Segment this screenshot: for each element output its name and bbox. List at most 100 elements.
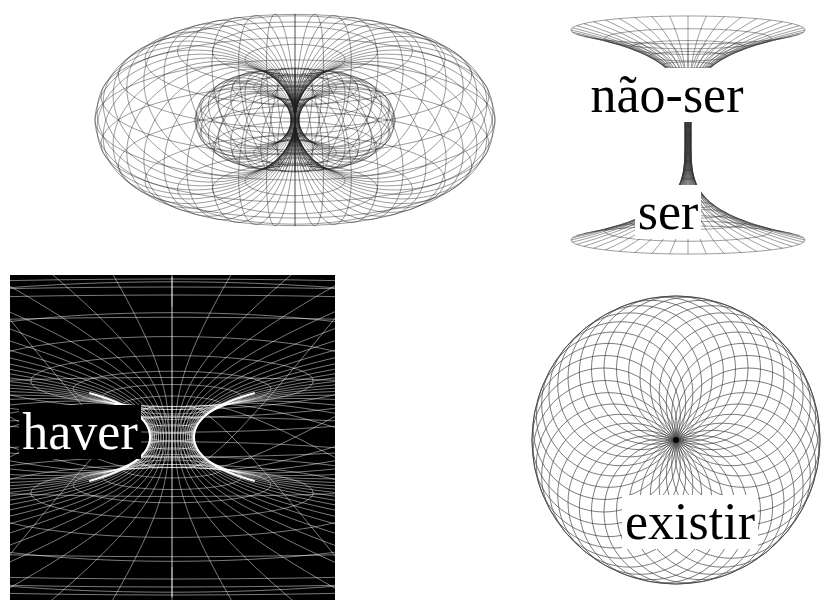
catenoid-line <box>191 275 335 483</box>
catenoid-line <box>188 399 335 600</box>
catenoid-line <box>10 275 335 579</box>
catenoid-line <box>10 275 169 468</box>
rosette-circle <box>617 439 761 583</box>
torus-inner-line <box>232 68 357 106</box>
wormhole-line <box>691 24 793 234</box>
throat-outline <box>194 393 255 481</box>
catenoid-line <box>180 275 335 470</box>
catenoid-line <box>175 275 335 468</box>
torus-inner-line <box>297 71 345 143</box>
rosette-circle <box>672 343 816 487</box>
rosette-circle <box>675 355 819 499</box>
torus-inner-line <box>295 68 296 141</box>
catenoid-line <box>10 279 335 600</box>
catenoid-line <box>10 442 335 592</box>
catenoid-line <box>10 275 150 542</box>
catenoid-line <box>10 275 151 507</box>
catenoid-line <box>193 367 335 600</box>
concept-label: existir <box>622 495 758 549</box>
catenoid-line <box>10 275 335 595</box>
catenoid-line <box>10 399 156 600</box>
catenoid-line <box>10 377 335 600</box>
torus-inner-line <box>201 91 291 159</box>
catenoid-line <box>10 275 155 479</box>
catenoid-line <box>10 317 335 600</box>
catenoid-line <box>10 391 153 600</box>
torus-outer-line <box>95 60 495 180</box>
catenoid-line <box>10 405 166 600</box>
catenoid-line <box>180 404 335 600</box>
catenoid-line <box>10 275 153 483</box>
torus-outer-line <box>101 38 489 154</box>
concept-label: haver <box>19 405 140 459</box>
catenoid-line <box>192 275 335 489</box>
catenoid-line <box>194 275 335 542</box>
torus-inner-line <box>200 77 390 134</box>
catenoid-line <box>10 404 164 600</box>
torus-inner-line <box>273 140 317 153</box>
catenoid-line <box>194 297 335 577</box>
torus-inner-line <box>195 90 395 150</box>
catenoid-line <box>10 275 156 476</box>
wormhole-line <box>691 26 799 236</box>
torus-inner-line <box>197 89 292 156</box>
catenoid-wireframe <box>10 275 335 600</box>
torus-inner-line <box>286 103 304 108</box>
torus-inner-line <box>297 98 345 170</box>
catenoid-line <box>10 275 159 473</box>
concept-label: ser <box>635 185 702 239</box>
catenoid-line <box>10 275 164 470</box>
torus-inner-line <box>213 122 377 171</box>
catenoid-line <box>10 275 161 471</box>
wormhole-line <box>691 30 805 240</box>
rosette-circle <box>640 306 784 450</box>
torus-inner-line <box>273 87 317 100</box>
catenoid-line <box>10 275 335 587</box>
catenoid-line <box>178 405 335 600</box>
torus-inner-line <box>254 140 337 165</box>
black-panel <box>10 275 335 600</box>
torus-wireframe <box>95 14 495 226</box>
catenoid-line <box>172 275 173 468</box>
wormhole-line <box>690 22 782 232</box>
catenoid-line <box>10 295 335 600</box>
catenoid-line <box>188 275 335 476</box>
catenoid-line <box>193 275 335 507</box>
rosette-circle <box>666 332 810 476</box>
catenoid-line <box>189 275 335 479</box>
torus-inner-line <box>245 98 293 170</box>
torus-inner-line <box>298 78 381 147</box>
catenoid-line <box>175 406 335 600</box>
torus-inner-line <box>200 106 390 163</box>
catenoid-line <box>183 275 335 471</box>
torus-inner-line <box>291 119 299 121</box>
catenoid-line <box>185 401 335 600</box>
concept-label: não-ser <box>587 68 746 122</box>
catenoid-line <box>10 403 161 600</box>
torus-inner-line <box>213 69 377 118</box>
wormhole-wireframe <box>571 16 805 254</box>
rosette-circle <box>650 313 794 457</box>
torus-inner-line <box>299 81 389 149</box>
catenoid-line <box>10 275 166 469</box>
catenoid-line <box>178 275 335 469</box>
torus-inner-line <box>232 134 357 172</box>
torus-inner-line <box>278 68 295 141</box>
catenoid-line <box>10 395 155 600</box>
torus-inner-line <box>299 84 394 151</box>
torus-inner-line <box>208 93 291 162</box>
torus-inner-line <box>286 132 304 137</box>
catenoid-line <box>10 385 152 600</box>
center-dot <box>673 437 679 443</box>
catenoid-line <box>10 275 152 489</box>
catenoid-line <box>189 395 335 600</box>
torus-inner-line <box>245 71 293 143</box>
circle-rosette <box>532 296 820 584</box>
wormhole-line <box>691 28 804 238</box>
rosette-circle <box>659 322 803 466</box>
rosette-outline <box>532 296 820 584</box>
catenoid-line <box>10 287 335 600</box>
torus-inner-line <box>254 75 337 100</box>
